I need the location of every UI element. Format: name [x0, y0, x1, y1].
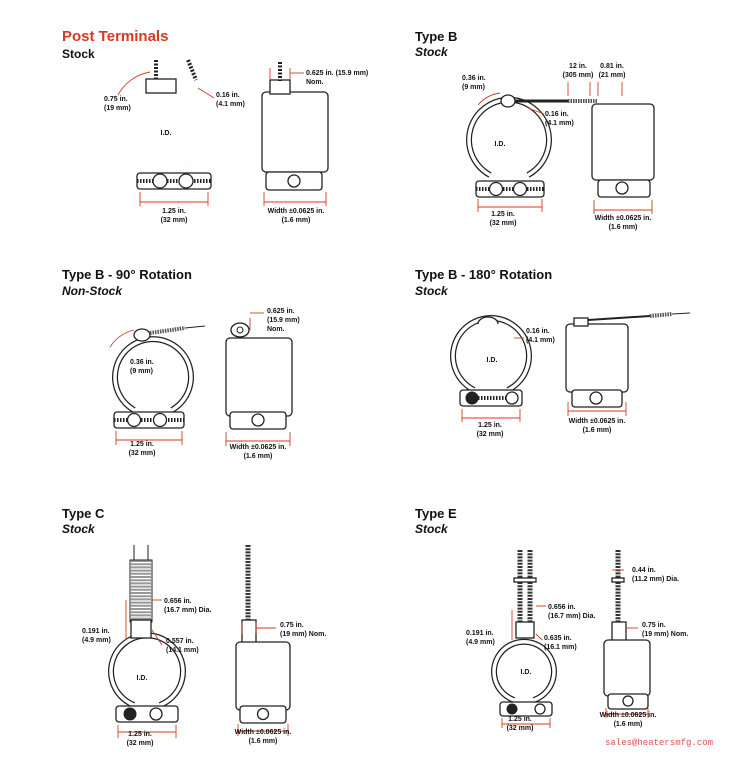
type-c-side-in: 0.191 in. [82, 628, 110, 635]
type-b180-heading: Type B - 180° Rotation [415, 267, 553, 282]
post-bottom-mm: (32 mm) [161, 217, 188, 224]
type-b-arc-in: 0.36 in. [462, 75, 486, 82]
type-e-dia-mm: (16.7 mm) Dia. [548, 613, 596, 620]
type-b180-gap-in: 0.16 in. [526, 328, 550, 335]
type-b-arc-mm: (9 mm) [462, 84, 485, 91]
post-arc-in: 0.75 in. [104, 96, 128, 103]
type-b-heading: Type B [415, 29, 458, 44]
post-width-mm: (1.6 mm) [282, 217, 311, 224]
post-gap-in: 0.16 in. [216, 92, 240, 99]
post-id-label: I.D. [161, 130, 172, 137]
type-c-width-mm: (1.6 mm) [249, 738, 278, 745]
type-c-bottom-in: 1.25 in. [128, 731, 152, 738]
type-c-h-in: 0.557 in. [166, 638, 194, 645]
post-post-nom: Nom. [306, 79, 324, 86]
post-width: Width ±0.0625 in. [268, 208, 325, 215]
type-b90-post-in: 0.625 in. [267, 308, 295, 315]
type-b-subheading: Stock [415, 45, 448, 59]
type-c-heading: Type C [62, 506, 105, 521]
type-e-top-in: 0.44 in. [632, 567, 656, 574]
type-b90-post-nom: Nom. [267, 326, 285, 333]
type-e-nom-mm: (19 mm) Nom. [642, 631, 688, 638]
type-c-dia-in: 0.656 in. [164, 598, 192, 605]
type-e-width: Width ±0.0625 in. [600, 712, 657, 719]
post-terminals-heading: Post Terminals [62, 28, 169, 45]
footer-email[interactable]: sales@heatersmfg.com [605, 738, 714, 748]
type-b-strip-mm: (21 mm) [599, 72, 626, 79]
type-e-side-in: 0.191 in. [466, 630, 494, 637]
type-b90-arc-mm: (9 mm) [130, 368, 153, 375]
type-c-h-mm: (14.1 mm) [166, 647, 199, 654]
type-e-subheading: Stock [415, 522, 448, 536]
type-e-side-mm: (4.9 mm) [466, 639, 495, 646]
type-b90-bottom-in: 1.25 in. [130, 441, 154, 448]
type-b90-bottom-mm: (32 mm) [129, 450, 156, 457]
type-c-dia-mm: (16.7 mm) Dia. [164, 607, 212, 614]
type-b-bottom-in: 1.25 in. [491, 211, 515, 218]
type-e-nom-in: 0.75 in. [642, 622, 666, 629]
type-c-side-mm: (4.9 mm) [82, 637, 111, 644]
type-b-lead-in: 12 in. [569, 63, 587, 70]
type-b180-id-label: I.D. [487, 357, 498, 364]
type-b180-width: Width ±0.0625 in. [569, 418, 626, 425]
type-b-width: Width ±0.0625 in. [595, 215, 652, 222]
type-b-strip-in: 0.81 in. [600, 63, 624, 70]
type-b-gap-in: 0.16 in. [545, 111, 569, 118]
type-b180-bottom-mm: (32 mm) [477, 431, 504, 438]
type-e-top-mm: (11.2 mm) Dia. [632, 576, 679, 583]
post-terminals-subheading: Stock [62, 47, 95, 61]
type-e-heading: Type E [415, 506, 457, 521]
type-c-width: Width ±0.0625 in. [235, 729, 292, 736]
type-e-h-mm: (16.1 mm) [544, 644, 577, 651]
post-bottom-in: 1.25 in. [162, 208, 186, 215]
type-b90-arc-in: 0.36 in. [130, 359, 154, 366]
type-e-bottom-mm: (32 mm) [507, 725, 534, 732]
type-b90-width: Width ±0.0625 in. [230, 444, 287, 451]
type-c-bottom-mm: (32 mm) [127, 740, 154, 747]
post-post-in: 0.625 in. (15.9 mm) [306, 70, 368, 77]
type-b-width-mm: (1.6 mm) [609, 224, 638, 231]
post-gap-mm: (4.1 mm) [216, 101, 245, 108]
type-b90-width-mm: (1.6 mm) [244, 453, 273, 460]
type-b-gap-mm: (4.1 mm) [545, 120, 574, 127]
type-b90-subheading: Non-Stock [62, 284, 122, 298]
type-b90-post-mm: (15.9 mm) [267, 317, 300, 324]
type-c-nom-in: 0.75 in. [280, 622, 304, 629]
type-b-lead-mm: (305 mm) [563, 72, 594, 79]
type-b180-width-mm: (1.6 mm) [583, 427, 612, 434]
type-c-id-label: I.D. [137, 675, 148, 682]
type-e-width-mm: (1.6 mm) [614, 721, 643, 728]
type-b180-gap-mm: (4.1 mm) [526, 337, 555, 344]
type-b180-bottom-in: 1.25 in. [478, 422, 502, 429]
type-b-id-label: I.D. [495, 141, 506, 148]
type-b90-heading: Type B - 90° Rotation [62, 267, 192, 282]
type-b180-subheading: Stock [415, 284, 448, 298]
type-e-dia-in: 0.656 in. [548, 604, 576, 611]
type-c-nom-mm: (19 mm) Nom. [280, 631, 326, 638]
post-arc-mm: (19 mm) [104, 105, 131, 112]
type-e-bottom-in: 1.25 in. [508, 716, 532, 723]
type-e-h-in: 0.635 in. [544, 635, 572, 642]
type-b-bottom-mm: (32 mm) [490, 220, 517, 227]
type-c-subheading: Stock [62, 522, 95, 536]
type-e-id-label: I.D. [521, 669, 532, 676]
